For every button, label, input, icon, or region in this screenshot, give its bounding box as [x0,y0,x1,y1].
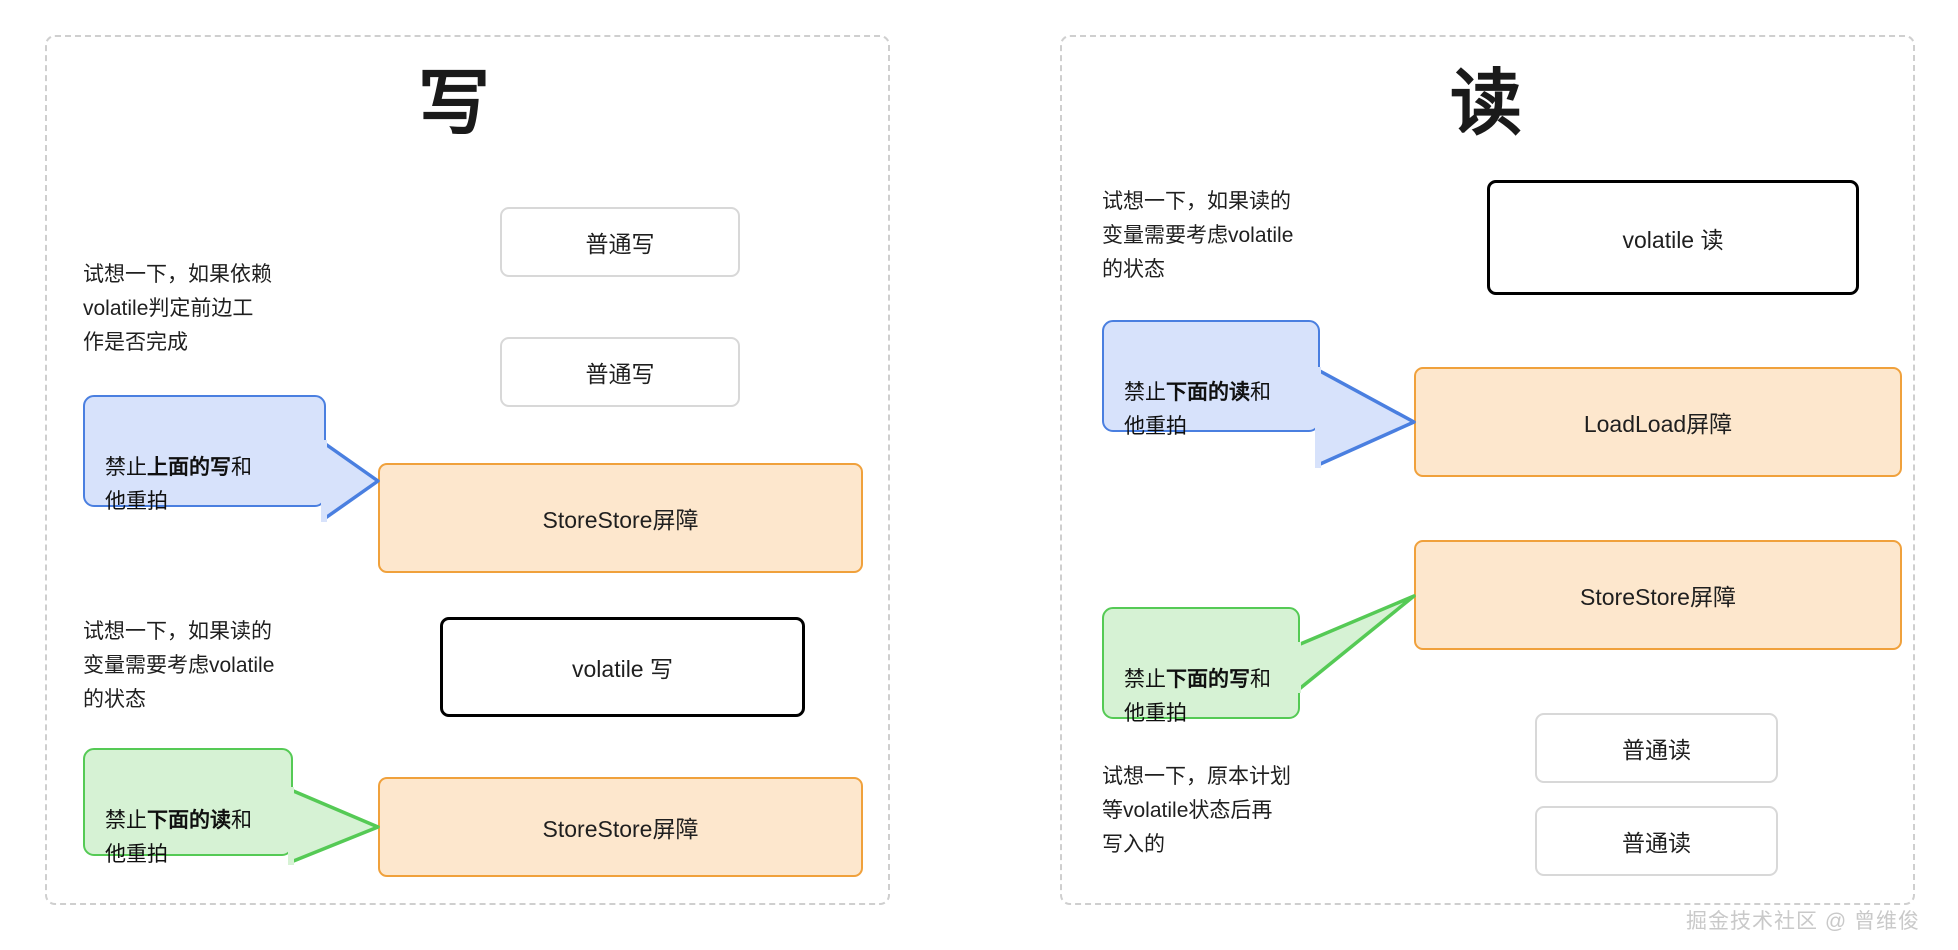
write-note-2: 试想一下，如果读的 变量需要考虑volatile 的状态 [83,620,275,712]
read-callout-green: 禁止下面的写和 他重拍 [1102,607,1300,725]
write-plain-write-box-1[interactable]: 普通写 [500,207,740,277]
write-callout-green-emphasis: 下面的读 [147,809,231,833]
read-callout-blue-emphasis: 下面的读 [1166,381,1250,405]
read-note-2: 试想一下，原本计划 等volatile状态后再 写入的 [1102,765,1291,857]
write-callout-blue-prefix: 禁止 [105,456,147,480]
read-callout-blue-prefix: 禁止 [1124,381,1166,405]
write-storestore-barrier-box-2[interactable]: StoreStore屏障 [378,777,863,877]
write-callout-green: 禁止下面的读和 他重拍 [83,748,293,866]
write-storestore-barrier-box-1[interactable]: StoreStore屏障 [378,463,863,573]
read-callout-green-suffix: 和 他重拍 [1124,668,1271,726]
read-callout-blue-suffix: 和 他重拍 [1124,381,1271,439]
write-callout-blue-emphasis: 上面的写 [147,456,231,480]
write-panel-title: 写 [418,64,491,144]
read-panel-title: 读 [1450,64,1523,144]
watermark: 掘金技术社区 @ 曾维俊 [1686,910,1920,933]
read-volatile-read-box[interactable]: volatile 读 [1487,180,1859,295]
write-callout-green-prefix: 禁止 [105,809,147,833]
write-panel [45,35,890,905]
write-callout-blue-suffix: 和 他重拍 [105,456,252,514]
write-plain-write-box-2[interactable]: 普通写 [500,337,740,407]
read-callout-green-emphasis: 下面的写 [1166,668,1250,692]
write-callout-blue: 禁止上面的写和 他重拍 [83,395,326,513]
read-callout-blue: 禁止下面的读和 他重拍 [1102,320,1320,438]
read-loadload-barrier-box[interactable]: LoadLoad屏障 [1414,367,1902,477]
write-callout-green-suffix: 和 他重拍 [105,809,252,867]
read-note-1: 试想一下，如果读的 变量需要考虑volatile 的状态 [1102,190,1294,282]
read-plain-read-box-1[interactable]: 普通读 [1535,713,1778,783]
write-note-1: 试想一下，如果依赖 volatile判定前边工 作是否完成 [83,263,272,355]
read-callout-green-prefix: 禁止 [1124,668,1166,692]
write-volatile-write-box[interactable]: volatile 写 [440,617,805,717]
read-plain-read-box-2[interactable]: 普通读 [1535,806,1778,876]
read-panel [1060,35,1915,905]
read-storestore-barrier-box[interactable]: StoreStore屏障 [1414,540,1902,650]
